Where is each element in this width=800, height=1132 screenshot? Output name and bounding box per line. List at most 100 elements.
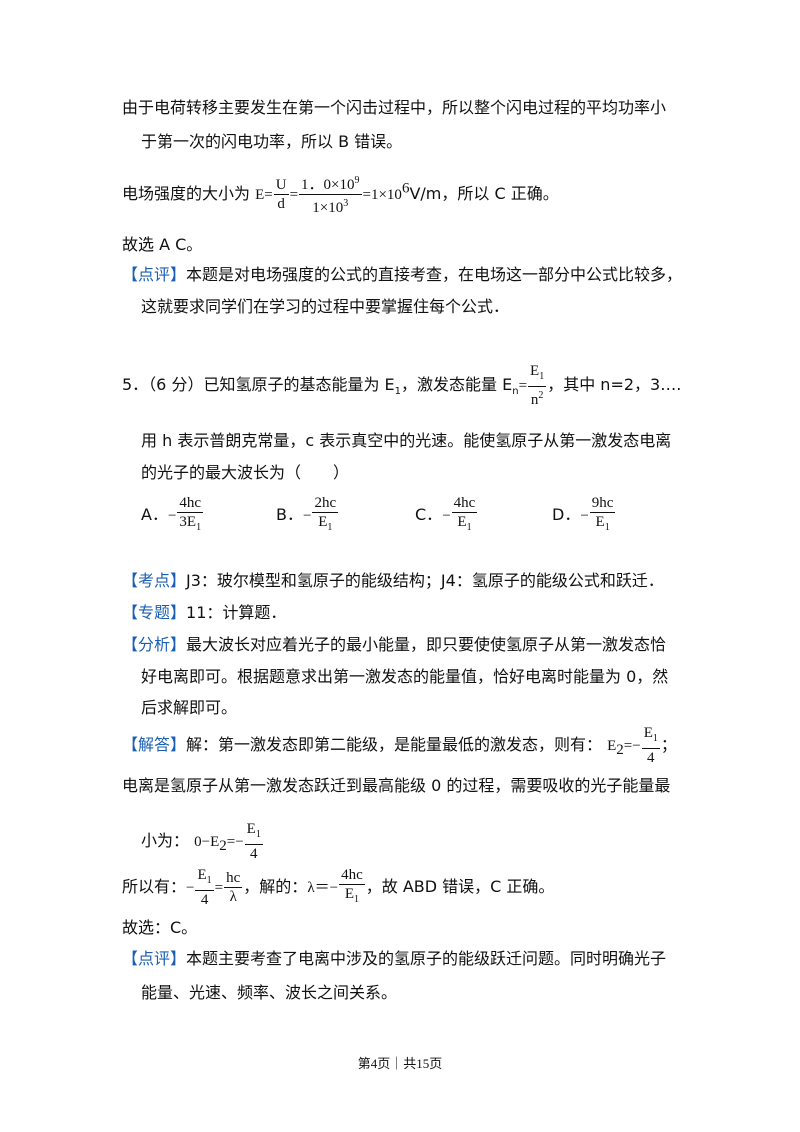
text-line: 好电离即可。根据题意求出第一激发态的能量值，恰好电离时能量为 0，然 [141, 667, 669, 686]
text: ； [660, 735, 677, 754]
answer-line: 故选：C。 [122, 918, 198, 937]
kaodian-tag: 【考点】 [122, 571, 187, 590]
numerator-text: E [246, 821, 256, 837]
numerator: E1 [641, 724, 660, 749]
math-text: E [607, 738, 617, 754]
denominator: E1 [312, 513, 338, 537]
denominator-text: E [457, 514, 467, 530]
math-text: =1×10 [362, 187, 402, 203]
math-text: = [289, 187, 299, 203]
comment-tag: 【点评】 [122, 949, 187, 968]
numerator: E1 [528, 362, 547, 387]
kaodian-line: 【考点】J3：玻尔模型和氢原子的能级结构；J4：氢原子的能级公式和跃迁． [122, 570, 664, 592]
denominator: 1×103 [299, 195, 361, 217]
zhuanti-line: 【专题】11：计算题． [122, 602, 286, 624]
text: J3：玻尔模型和氢原子的能级结构；J4：氢原子的能级公式和跃迁． [186, 571, 664, 590]
numerator: hc [224, 870, 243, 888]
text: ，激发态能量 E [401, 375, 513, 394]
jieda-tag: 【解答】 [122, 735, 187, 754]
subscript: 1 [394, 386, 402, 398]
exponent: 2 [538, 390, 544, 401]
option-label: B． [276, 505, 303, 524]
numerator-text: E [643, 725, 653, 741]
math-text: = [214, 880, 224, 896]
exponent: 6 [401, 180, 410, 197]
numerator: 1．0×109 [299, 172, 362, 195]
numerator: U [273, 177, 289, 195]
subscript: 1 [604, 522, 610, 533]
subscript: 1 [196, 522, 202, 533]
denominator: d [277, 196, 285, 212]
text: ，其中 n=2，3…. [547, 375, 682, 394]
math-text: 0−E [194, 834, 220, 850]
page-footer: 第4页｜共15页 [357, 1056, 443, 1071]
numerator: E1 [195, 866, 214, 891]
exponent: 9 [354, 175, 360, 186]
math-text: − [186, 880, 195, 896]
fenxi-line: 【分析】最大波长对应着光子的最小能量，即只要使使氢原子从第一激发态恰 [122, 634, 666, 656]
subscript: 1 [327, 522, 333, 533]
denominator-text: E [344, 886, 354, 902]
subscript: 1 [652, 733, 658, 744]
exponent: 3 [343, 198, 349, 209]
text-line: 后求解即可。 [141, 698, 238, 717]
text: 小为： [141, 831, 190, 850]
numerator: 4hc [177, 495, 204, 513]
text: 5．（6 分）已知氢原子的基态能量为 E [122, 375, 395, 394]
text-line: 的光子的最大波长为（ ） [141, 463, 350, 482]
option-label: C． [415, 505, 443, 524]
text: 最大波长对应着光子的最小能量，即只要使使氢原子从第一激发态恰 [186, 635, 667, 654]
numerator: 2hc [312, 495, 339, 513]
text: 所以有： [122, 877, 187, 896]
subscript: 2 [219, 838, 227, 855]
text: 解：第一激发态即第二能级，是能量最低的激发态，则有： [186, 735, 603, 754]
option-label: A． [141, 505, 168, 524]
text-line: 这就要求同学们在学习的过程中要掌握住每个公式． [141, 297, 510, 316]
numerator: E1 [244, 820, 263, 845]
denominator: n2 [528, 387, 546, 409]
subscript: 2 [616, 742, 624, 759]
comment-tag: 【点评】 [122, 265, 187, 284]
answer-line: 故选 A C。 [122, 235, 203, 254]
option-label: D． [552, 505, 581, 524]
math-text: E= [255, 187, 273, 203]
text: ，故 ABD 错误，C 正确。 [365, 877, 555, 896]
math-text: λ＝ [307, 880, 330, 896]
denominator-text: 1×10 [312, 200, 344, 216]
denominator-text: E [595, 514, 605, 530]
math-text: = [518, 378, 528, 394]
denominator-text: n [530, 392, 539, 408]
subscript: 1 [255, 829, 261, 840]
denominator: 3E1 [177, 513, 203, 537]
math-text: − [302, 508, 312, 524]
text: ，解的： [243, 877, 308, 896]
fenxi-tag: 【分析】 [122, 635, 187, 654]
math-text: − [580, 508, 589, 524]
text-line: 由于电荷转移主要发生在第一个闪击过程中，所以整个闪电过程的平均功率小 [122, 98, 667, 117]
text-line: 电离是氢原子从第一激发态跃迁到最高能级 0 的过程，需要吸收的光子能量最 [122, 776, 671, 795]
numerator: 9hc [589, 495, 616, 513]
denominator: E1 [452, 513, 478, 537]
math-text: =− [623, 738, 641, 754]
numerator-text: 1．0×10 [301, 177, 355, 193]
subscript: 1 [206, 875, 212, 886]
text: 本题主要考查了电离中涉及的氢原子的能级跃迁问题。同时明确光子 [186, 949, 667, 968]
denominator: 4 [200, 892, 209, 908]
comment-line: 【点评】本题是对电场强度的公式的直接考查，在电场这一部分中公式比较多， [122, 264, 682, 286]
math-text: − [167, 508, 177, 524]
text: 11：计算题． [186, 603, 287, 622]
math-text: − [442, 508, 451, 524]
